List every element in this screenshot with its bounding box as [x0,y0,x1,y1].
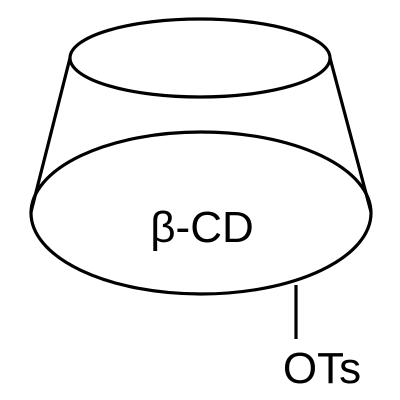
cone-right-side [328,57,373,213]
substituent-label: OTs [283,344,361,393]
center-label: β-CD [150,203,254,252]
cone-left-side [29,57,72,213]
cone-top-rim [68,17,332,99]
cone-bottom-rim [29,130,373,296]
